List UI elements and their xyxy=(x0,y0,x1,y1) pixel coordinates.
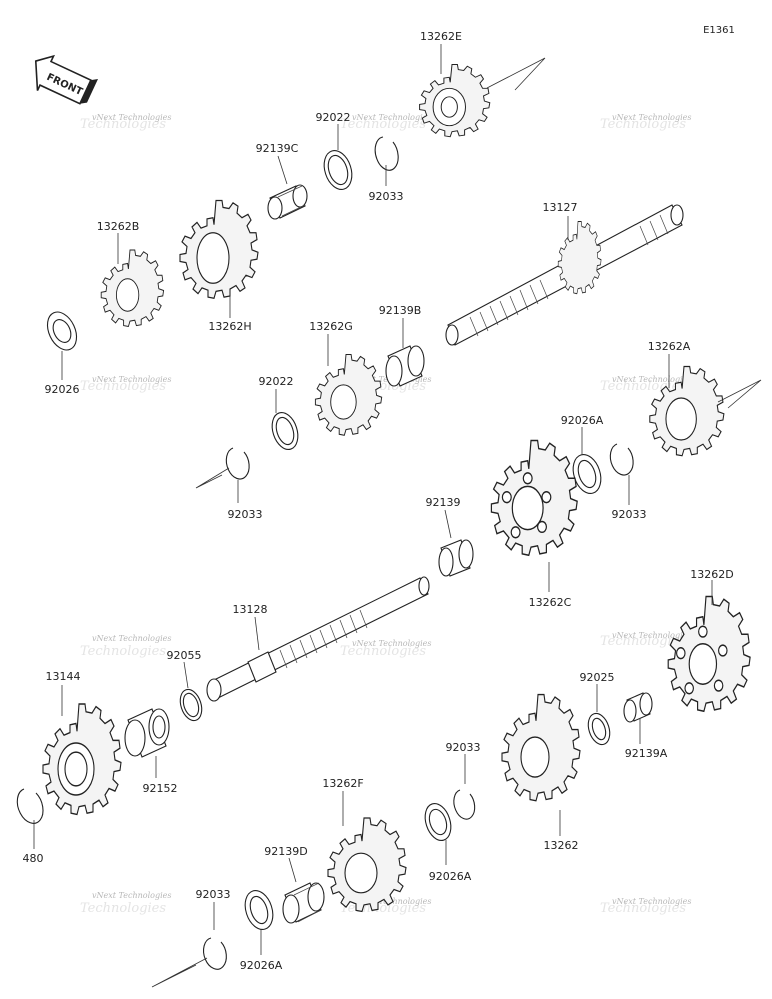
gear-13262H[interactable] xyxy=(179,199,259,299)
svg-text:Technologies: Technologies xyxy=(340,644,426,659)
label-92022-mid: 92022 xyxy=(259,375,294,388)
label-13262H: 13262H xyxy=(208,320,251,333)
circlip-92033-mid[interactable] xyxy=(225,447,250,480)
circlip-92033-low[interactable] xyxy=(453,789,476,820)
label-92033-top: 92033 xyxy=(369,190,404,203)
svg-text:Technologies: Technologies xyxy=(80,644,166,659)
gear-13262E[interactable] xyxy=(419,64,491,138)
label-13262F: 13262F xyxy=(322,777,363,790)
label-92139B: 92139B xyxy=(379,304,422,317)
watermark-2: vNext Technologies xyxy=(352,113,431,122)
svg-text:Technologies: Technologies xyxy=(600,901,686,916)
svg-text:Technologies: Technologies xyxy=(600,634,686,649)
watermark-6: vNext Technologies xyxy=(612,375,691,384)
label-13262E: 13262E xyxy=(420,30,462,43)
shaft-13128[interactable] xyxy=(206,576,430,702)
label-92022-top: 92022 xyxy=(316,111,351,124)
label-13262C: 13262C xyxy=(529,596,572,609)
watermark-1: vNext Technologies xyxy=(92,113,171,122)
watermark-12: vNext Technologies xyxy=(612,897,691,906)
watermark-3: vNext Technologies xyxy=(612,113,691,122)
label-92033-mid: 92033 xyxy=(228,508,263,521)
svg-text:Technologies: Technologies xyxy=(80,901,166,916)
label-92139C: 92139C xyxy=(256,142,299,155)
svg-text:Technologies: Technologies xyxy=(340,117,426,132)
label-13262B: 13262B xyxy=(97,220,140,233)
watermark-9: vNext Technologies xyxy=(612,631,691,640)
label-92033-right: 92033 xyxy=(612,508,647,521)
watermark-8: vNext Technologies xyxy=(352,639,431,648)
circlip-92033-right[interactable] xyxy=(609,443,634,476)
gear-13262D[interactable] xyxy=(667,595,751,712)
gear-13262G[interactable] xyxy=(314,353,383,436)
label-92026A-low: 92026A xyxy=(429,870,472,883)
gear-13262[interactable] xyxy=(501,693,581,802)
label-480: 480 xyxy=(23,852,44,865)
label-13127: 13127 xyxy=(543,201,578,214)
label-92033-low: 92033 xyxy=(446,741,481,754)
watermark-4: vNext Technologies xyxy=(92,375,171,384)
diagram-code: E1361 xyxy=(703,25,735,36)
label-92139A: 92139A xyxy=(625,747,668,760)
label-13262D: 13262D xyxy=(690,568,733,581)
circlip-92033-top[interactable] xyxy=(374,136,399,171)
svg-text:Technologies: Technologies xyxy=(80,379,166,394)
gear-13262A[interactable] xyxy=(649,365,725,457)
circlip-480[interactable] xyxy=(16,788,44,824)
label-92026: 92026 xyxy=(45,383,80,396)
bushing-92139A[interactable] xyxy=(623,692,653,723)
label-13262: 13262 xyxy=(544,839,579,852)
bearing-92139D[interactable] xyxy=(282,882,325,924)
gear-13262F[interactable] xyxy=(327,817,407,913)
label-92055: 92055 xyxy=(167,649,202,662)
circlip-92033-bottom[interactable] xyxy=(202,937,227,970)
label-13262G: 13262G xyxy=(309,320,353,333)
watermark-7: vNext Technologies xyxy=(92,634,171,643)
gear-13262B[interactable] xyxy=(100,249,165,327)
watermark-10: vNext Technologies xyxy=(92,891,171,900)
sprocket-13144[interactable] xyxy=(42,703,122,816)
label-92025: 92025 xyxy=(580,671,615,684)
label-13128: 13128 xyxy=(233,603,268,616)
label-92026A-bottom: 92026A xyxy=(240,959,283,972)
bearing-92139C[interactable] xyxy=(267,184,308,220)
gear-13262C[interactable] xyxy=(490,439,578,556)
watermarks: Technologies vNext Technologies Technolo… xyxy=(80,113,691,916)
label-92139D: 92139D xyxy=(264,845,307,858)
label-92026A-mid: 92026A xyxy=(561,414,604,427)
svg-text:Technologies: Technologies xyxy=(600,117,686,132)
label-13262A: 13262A xyxy=(648,340,691,353)
label-92033-bottom: 92033 xyxy=(196,888,231,901)
svg-text:Technologies: Technologies xyxy=(80,117,166,132)
label-92139: 92139 xyxy=(426,496,461,509)
label-13144: 13144 xyxy=(46,670,81,683)
front-arrow-icon: FRONT xyxy=(34,54,99,105)
collar-92152[interactable] xyxy=(124,708,170,758)
label-92152: 92152 xyxy=(143,782,178,795)
bushing-92139[interactable] xyxy=(438,539,474,577)
bushing-92139B[interactable] xyxy=(385,345,425,387)
